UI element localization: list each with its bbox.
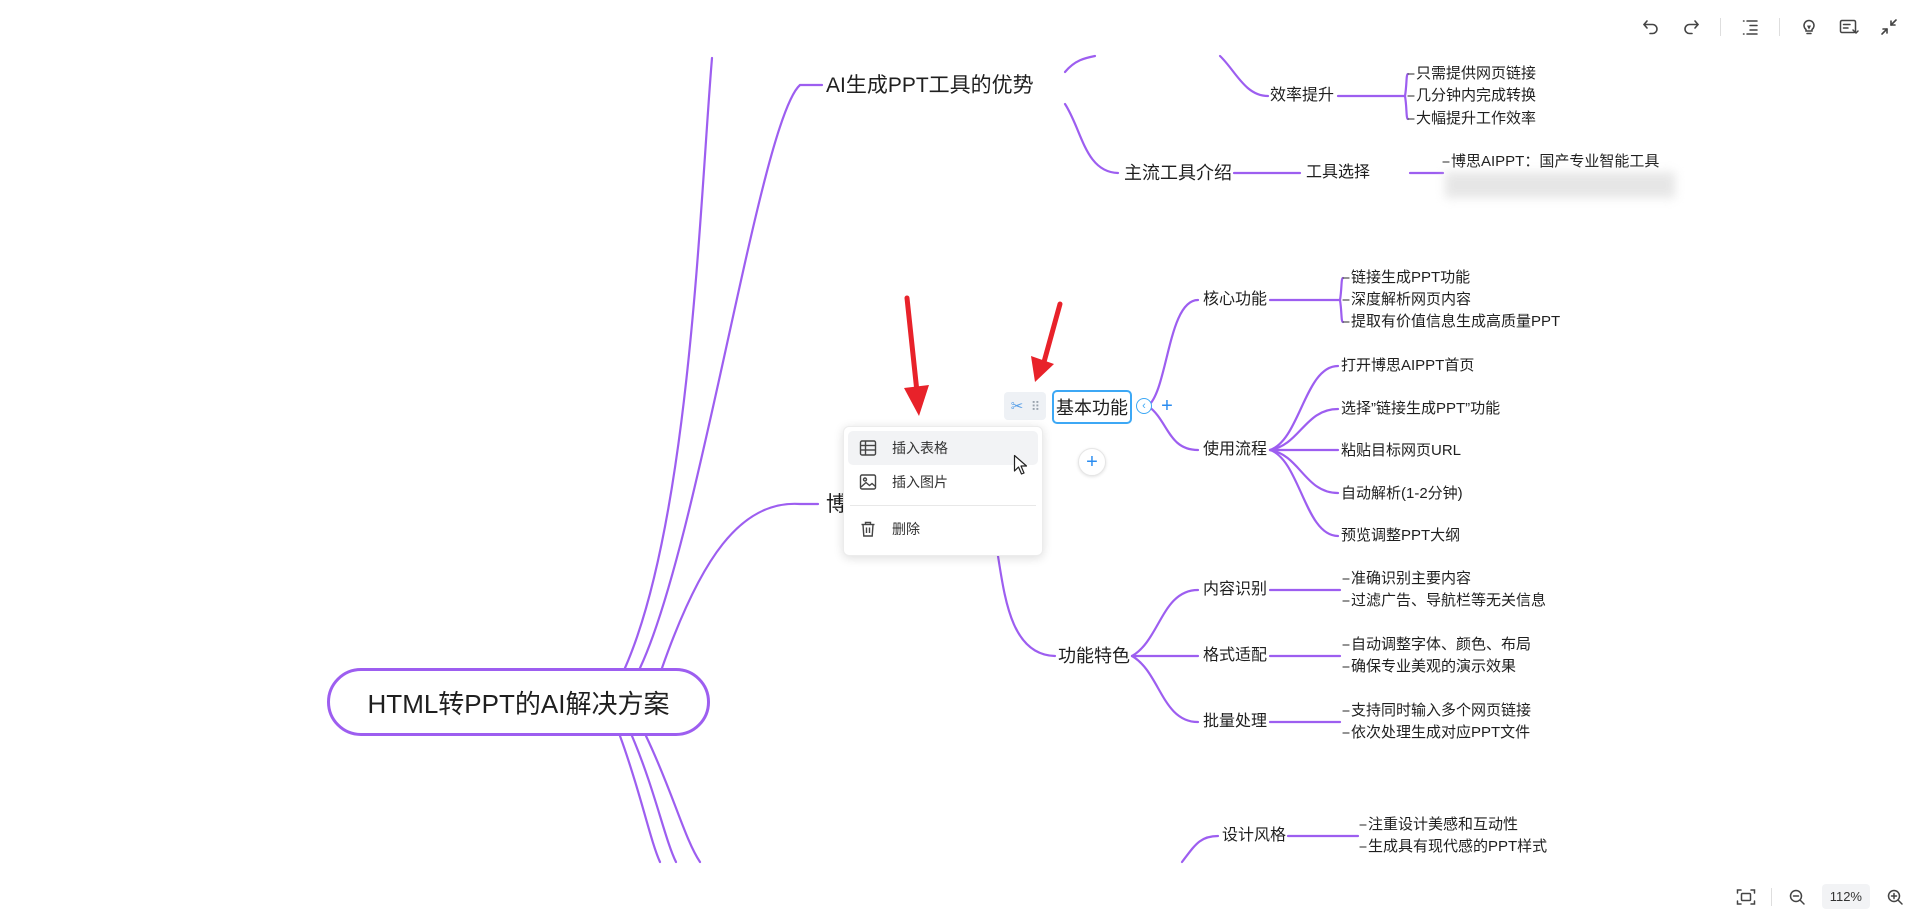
leaf-eff-2[interactable]: 几分钟内完成转换 xyxy=(1416,87,1537,104)
link-design-in xyxy=(1180,834,1220,864)
annotation-arrow-left xyxy=(904,295,929,416)
zoom-toolbar: 112% xyxy=(1735,884,1906,909)
link-basic-core xyxy=(1146,298,1200,408)
link-adv-mainstream xyxy=(1063,102,1120,175)
menu-insert-table[interactable]: 插入表格 xyxy=(848,431,1038,465)
leaf-content-1[interactable]: 准确识别主要内容 xyxy=(1351,570,1472,587)
link-root-up-2 xyxy=(638,83,824,670)
link-root-down-1 xyxy=(618,734,662,864)
style-icon[interactable] xyxy=(1838,16,1860,38)
leaf-batch-1[interactable]: 支持同时输入多个网页链接 xyxy=(1351,702,1532,719)
node-content-recognition[interactable]: 内容识别 xyxy=(1203,581,1268,598)
node-efficiency[interactable]: 效率提升 xyxy=(1270,87,1335,104)
node-usage-flow[interactable]: 使用流程 xyxy=(1203,441,1268,458)
link-top-eff xyxy=(1218,54,1270,98)
leaf-core-1[interactable]: 链接生成PPT功能 xyxy=(1351,269,1471,286)
leaf-dashes xyxy=(1342,73,1450,848)
toolbar-divider xyxy=(1779,18,1780,36)
leaf-tool-item[interactable]: 博思AIPPT：国产专业智能工具 xyxy=(1451,153,1660,170)
menu-insert-image-label: 插入图片 xyxy=(892,474,948,490)
menu-insert-image[interactable]: 插入图片 xyxy=(848,465,1038,499)
link-root-down-2 xyxy=(630,734,678,864)
link-core-1 xyxy=(1338,276,1345,302)
link-root-down-3 xyxy=(644,734,702,864)
collapse-icon[interactable] xyxy=(1878,16,1900,38)
leaf-flow-5[interactable]: 预览调整PPT大纲 xyxy=(1341,527,1461,544)
node-design-style[interactable]: 设计风格 xyxy=(1222,827,1287,844)
link-flow-4 xyxy=(1268,448,1340,495)
link-flow-5 xyxy=(1268,448,1340,538)
link-feat-content xyxy=(1130,588,1200,658)
add-child-icon[interactable]: + xyxy=(1156,395,1178,417)
link-flow-2 xyxy=(1268,407,1340,452)
link-feat-batch xyxy=(1130,654,1200,724)
node-features[interactable]: 功能特色 xyxy=(1058,646,1130,666)
lightbulb-icon[interactable] xyxy=(1798,16,1820,38)
image-icon xyxy=(858,472,878,492)
drag-handle-icon[interactable]: ⠿ xyxy=(1030,398,1040,414)
zoom-level[interactable]: 112% xyxy=(1821,884,1870,909)
leaf-design-1[interactable]: 注重设计美感和互动性 xyxy=(1368,816,1519,833)
node-ai-ppt-advantage[interactable]: AI生成PPT工具的优势 xyxy=(826,74,1034,97)
node-core-function[interactable]: 核心功能 xyxy=(1203,291,1268,308)
menu-insert-table-label: 插入表格 xyxy=(892,440,948,456)
node-batch-process[interactable]: 批量处理 xyxy=(1203,713,1268,730)
leaf-eff-1[interactable]: 只需提供网页链接 xyxy=(1416,65,1537,82)
zoom-out-icon[interactable] xyxy=(1786,886,1808,908)
top-toolbar xyxy=(1640,16,1900,38)
link-eff-3 xyxy=(1403,94,1410,121)
menu-divider xyxy=(850,505,1036,506)
node-format-adapt[interactable]: 格式适配 xyxy=(1203,647,1268,664)
link-eff-1 xyxy=(1403,72,1410,98)
mouse-cursor-icon xyxy=(1013,454,1028,475)
redo-icon[interactable] xyxy=(1680,16,1702,38)
link-bose-features xyxy=(996,554,1057,658)
table-icon xyxy=(858,438,878,458)
leaf-flow-3[interactable]: 粘贴目标网页URL xyxy=(1341,442,1462,459)
leaf-content-2[interactable]: 过滤广告、导航栏等无关信息 xyxy=(1351,592,1547,609)
node-mainstream-tools[interactable]: 主流工具介绍 xyxy=(1124,163,1232,183)
leaf-design-2[interactable]: 生成具有现代感的PPT样式 xyxy=(1368,838,1548,855)
leaf-flow-1[interactable]: 打开博思AIPPT首页 xyxy=(1341,357,1475,374)
node-bose-branch[interactable]: 博 xyxy=(826,493,847,516)
blurred-region xyxy=(1445,172,1675,198)
root-node[interactable]: HTML转PPT的AI解决方案 xyxy=(327,668,710,736)
annotation-arrow-right xyxy=(1031,301,1063,382)
context-menu: 插入表格 插入图片 删除 xyxy=(843,426,1043,556)
leaf-format-2[interactable]: 确保专业美观的演示效果 xyxy=(1351,658,1517,675)
leaf-core-2[interactable]: 深度解析网页内容 xyxy=(1351,291,1472,308)
fit-view-icon[interactable] xyxy=(1735,886,1757,908)
outline-icon[interactable] xyxy=(1739,16,1761,38)
leaf-eff-3[interactable]: 大幅提升工作效率 xyxy=(1416,110,1537,127)
collapse-chevron-icon[interactable]: ‹ xyxy=(1136,398,1152,414)
leaf-core-3[interactable]: 提取有价值信息生成高质量PPT xyxy=(1351,313,1561,330)
add-sibling-icon[interactable]: + xyxy=(1078,448,1106,476)
trash-icon xyxy=(858,519,878,539)
leaf-format-1[interactable]: 自动调整字体、颜色、布局 xyxy=(1351,636,1532,653)
node-mini-toolbar[interactable]: ✂ ⠿ xyxy=(1004,392,1046,420)
link-flow-1 xyxy=(1268,364,1340,452)
link-root-up-3 xyxy=(660,502,820,670)
scissors-icon[interactable]: ✂ xyxy=(1010,397,1024,415)
leaf-flow-2[interactable]: 选择”链接生成PPT”功能 xyxy=(1341,400,1501,417)
node-tool-select[interactable]: 工具选择 xyxy=(1306,164,1371,181)
zoom-in-icon[interactable] xyxy=(1884,886,1906,908)
link-basic-flow xyxy=(1146,404,1200,452)
link-root-up-1 xyxy=(623,56,714,670)
undo-icon[interactable] xyxy=(1640,16,1662,38)
menu-delete-label: 删除 xyxy=(892,521,920,537)
toolbar-divider xyxy=(1770,887,1772,906)
link-adv-top xyxy=(1063,54,1097,74)
node-basic-function-selected[interactable]: 基本功能 xyxy=(1052,390,1132,424)
link-core-3 xyxy=(1338,298,1345,324)
leaf-batch-2[interactable]: 依次处理生成对应PPT文件 xyxy=(1351,724,1531,741)
leaf-flow-4[interactable]: 自动解析(1-2分钟) xyxy=(1341,485,1463,502)
toolbar-divider xyxy=(1720,18,1721,36)
menu-delete[interactable]: 删除 xyxy=(848,512,1038,546)
